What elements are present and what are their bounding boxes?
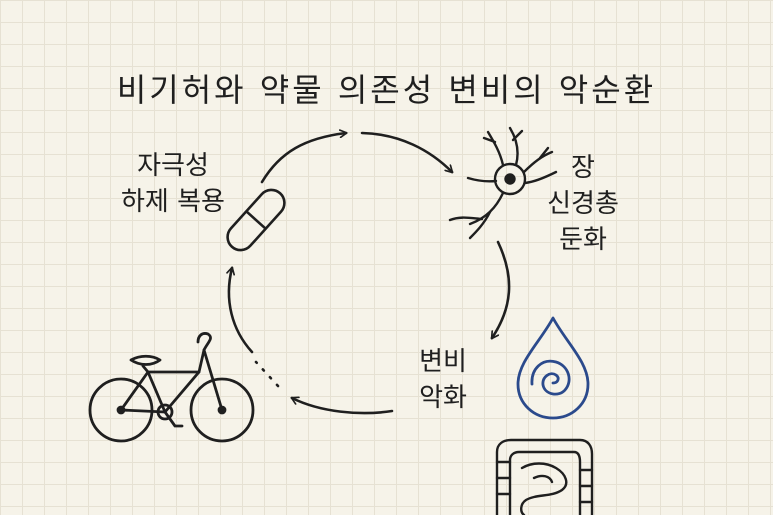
intestine-icon	[495, 438, 594, 515]
water-drop-spiral-icon	[516, 316, 590, 420]
stage-worsening-line2: 악화	[419, 383, 467, 413]
diagram-title: 비기허와 약물 의존성 변비의 악순환	[116, 71, 657, 110]
cycle-arrow-right	[490, 240, 511, 338]
stage-stimulant-line1: 자극성	[137, 151, 209, 181]
cycle-arrow-top-left	[260, 133, 346, 184]
cycle-dotted-segment	[254, 360, 280, 388]
stage-stimulant-line2: 하제 복용	[121, 187, 225, 217]
pill-icon	[226, 188, 286, 252]
bicycle-icon	[88, 332, 255, 443]
stage-nerve-line3: 둔화	[559, 225, 607, 255]
stage-worsening-line1: 변비	[419, 347, 467, 377]
stage-nerve-dulling: 장 신경총 둔화	[528, 150, 638, 258]
stage-constipation-worsening: 변비 악화	[398, 344, 488, 416]
stage-nerve-line2: 신경총	[547, 189, 619, 219]
stage-nerve-line1: 장	[571, 153, 595, 183]
cycle-arrow-left	[229, 268, 254, 354]
stage-stimulant-laxative: 자극성 하제 복용	[98, 148, 248, 220]
cycle-arrow-top-right	[360, 131, 452, 172]
cycle-arrow-bottom	[292, 398, 394, 415]
neuron-icon	[448, 126, 558, 240]
